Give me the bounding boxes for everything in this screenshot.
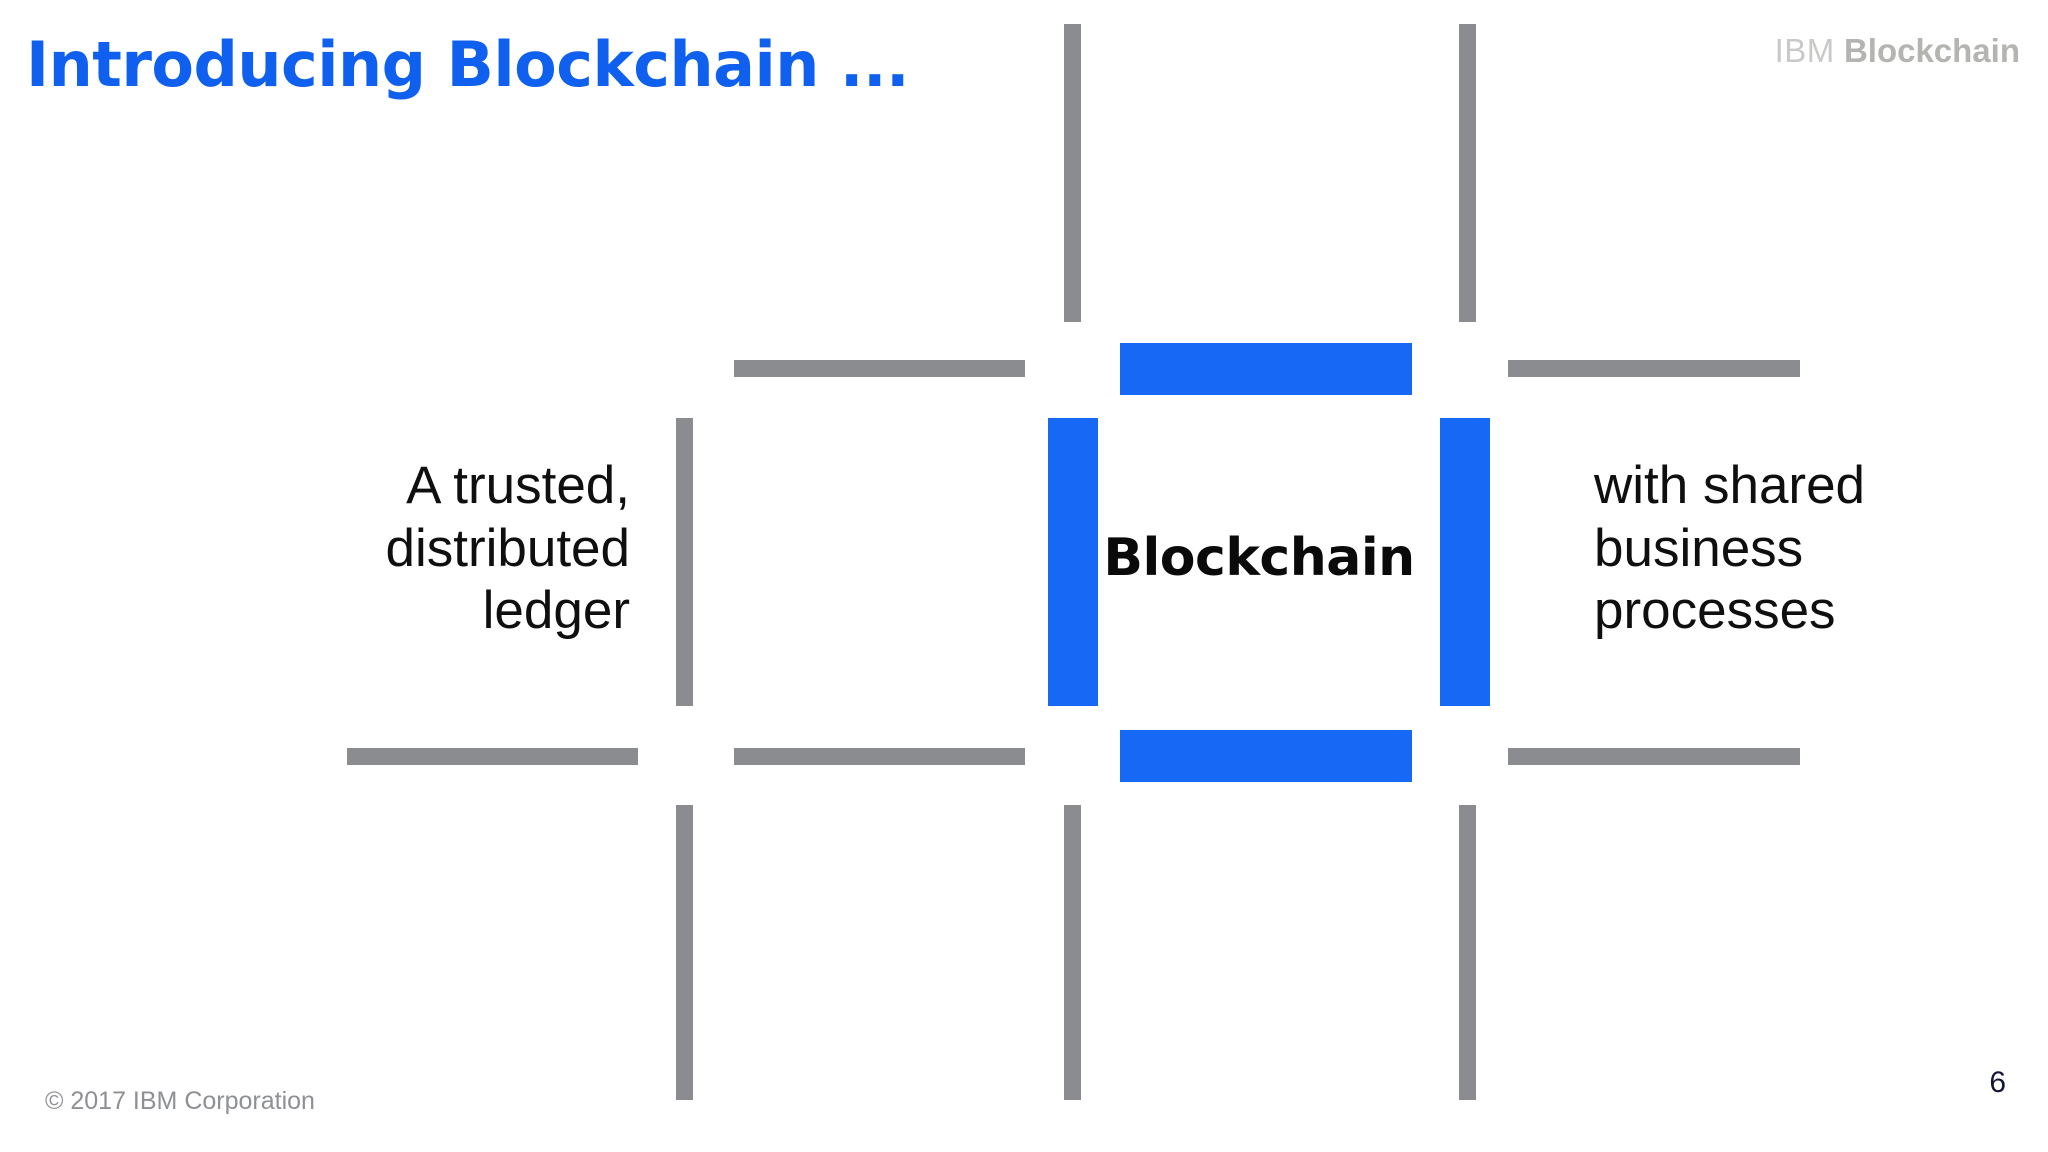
grid-vertical-bar-bottom-left [676,805,693,1100]
copyright-notice: © 2017 IBM Corporation [45,1087,315,1115]
grid-horizontal-bar-lower-left [734,748,1025,765]
caption-right-line-2: business [1594,518,1804,578]
caption-left: A trusted, distributed ledger [200,455,630,643]
caption-left-line-3: ledger [482,581,630,641]
grid-vertical-bar-top-left [1064,24,1081,322]
center-cell-right-edge [1440,418,1490,706]
center-cell-bottom-edge [1120,730,1412,782]
brand-product-name: Blockchain [1843,32,2020,69]
grid-vertical-bar-bottom-center [1064,805,1081,1100]
ibm-blockchain-logo: IBM Blockchain [1775,32,2020,70]
caption-right: with shared business processes [1594,455,2024,643]
grid-horizontal-bar-upper-left [734,360,1025,377]
caption-right-line-1: with shared [1594,456,1866,515]
grid-horizontal-bar-lower-right [1508,748,1800,765]
page-number: 6 [1989,1066,2006,1099]
grid-vertical-bar-bottom-right [1459,805,1476,1100]
caption-left-line-1: A trusted, [406,456,630,515]
grid-vertical-bar-middle-left [676,418,693,706]
caption-right-line-3: processes [1594,581,1836,641]
grid-horizontal-bar-upper-right [1508,360,1800,377]
brand-company-name: IBM [1774,32,1835,69]
grid-vertical-bar-top-right [1459,24,1476,322]
grid-horizontal-bar-lower-far-left [347,748,638,765]
page-title: Introducing Blockchain ... [26,28,910,101]
center-cell-label: Blockchain [1103,528,1415,588]
center-cell-left-edge [1048,418,1098,706]
center-cell-top-edge [1120,343,1412,395]
caption-left-line-2: distributed [385,518,630,578]
